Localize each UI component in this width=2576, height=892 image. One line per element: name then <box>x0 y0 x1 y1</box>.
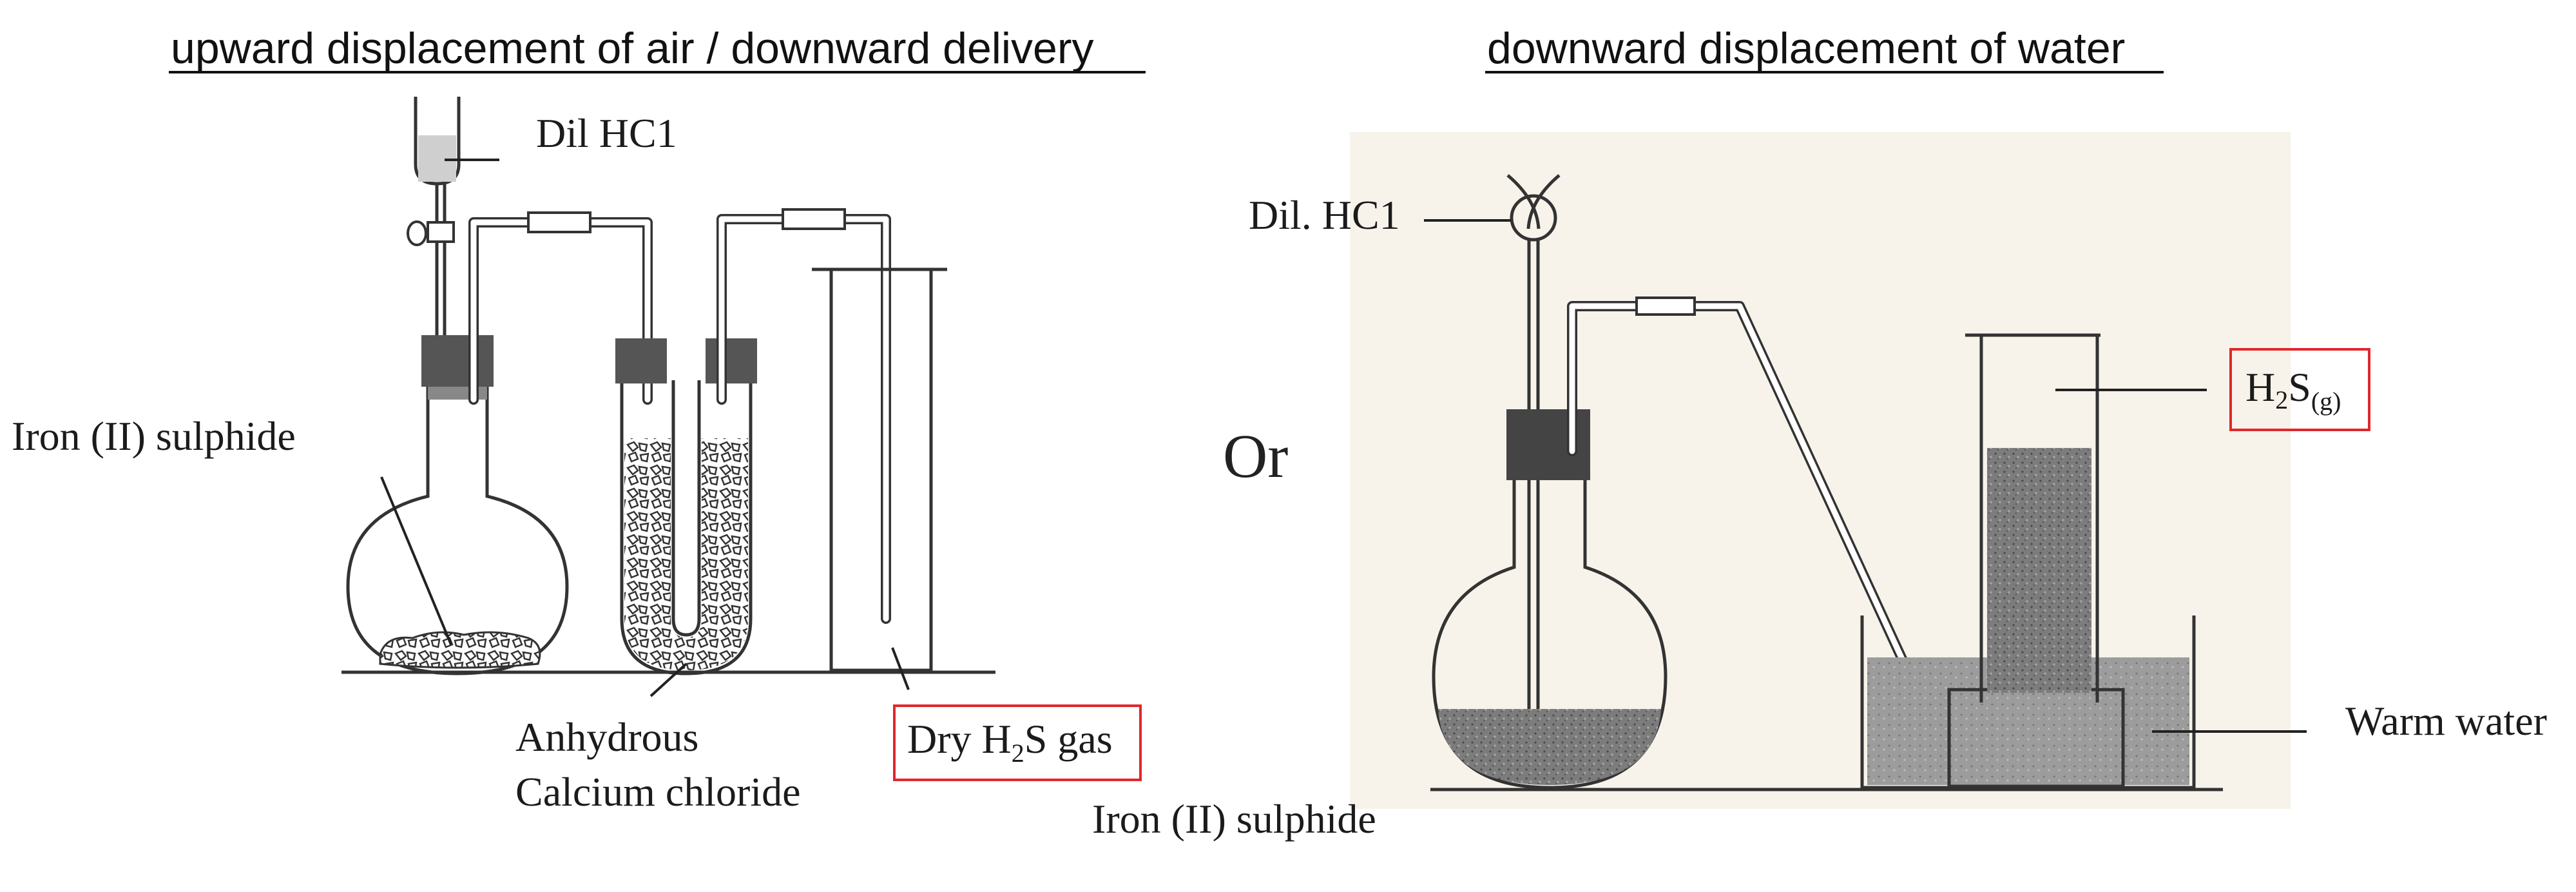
calcium-chloride-pointer <box>649 663 687 697</box>
left-label-iron-sulphide: Iron (II) sulphide <box>12 413 296 459</box>
left-label-calcium-chloride: Calcium chloride <box>515 769 801 815</box>
h2s-state: (g) <box>2311 387 2341 416</box>
right-label-iron-sulphide: Iron (II) sulphide <box>1092 796 1376 842</box>
h2s-highlight-box <box>2229 348 2370 431</box>
h2s-h: H <box>2245 364 2275 410</box>
or-separator: Or <box>1223 422 1288 490</box>
left-label-anhydrous: Anhydrous <box>515 714 698 760</box>
rubber-connector-3 <box>1635 296 1696 316</box>
h2s-s: S <box>2288 364 2311 410</box>
dry-gas-prefix: Dry H <box>907 716 1012 762</box>
right-gas-jar <box>1965 333 2207 703</box>
iron-sulphide-pointer <box>380 476 452 645</box>
h2s-sub-2: 2 <box>2275 385 2288 414</box>
dropping-funnel <box>407 97 461 361</box>
left-heading: upward displacement of air / downward de… <box>171 24 1093 73</box>
right-apparatus: downward displacement of water <box>1092 24 2547 842</box>
right-label-h2s: H2S(g) <box>2245 364 2341 416</box>
iron-sulphide-solid <box>379 631 541 669</box>
iron-sulphide-right <box>1438 709 1661 785</box>
dry-gas-suffix: S gas <box>1024 716 1113 762</box>
rubber-connector-2 <box>782 208 846 230</box>
rubber-connector-1 <box>527 211 591 233</box>
right-heading: downward displacement of water <box>1487 24 2125 73</box>
left-flask <box>346 335 569 675</box>
left-apparatus: upward displacement of air / downward de… <box>12 24 1146 815</box>
tap-handle-icon <box>407 220 427 246</box>
dry-gas-highlight-box <box>893 704 1142 781</box>
right-label-dil-hcl: Dil. HC1 <box>1249 192 1400 238</box>
left-label-dil-hcl: Dil HC1 <box>536 110 677 156</box>
u-tube-drying <box>615 338 757 697</box>
left-gas-jar <box>812 267 947 690</box>
thistle-funnel <box>1506 174 1561 735</box>
right-label-warm-water: Warm water <box>2345 698 2547 744</box>
dry-gas-sub: 2 <box>1012 739 1024 768</box>
left-label-dry-gas: Dry H2S gas <box>907 716 1113 768</box>
dry-gas-pointer <box>891 647 910 690</box>
